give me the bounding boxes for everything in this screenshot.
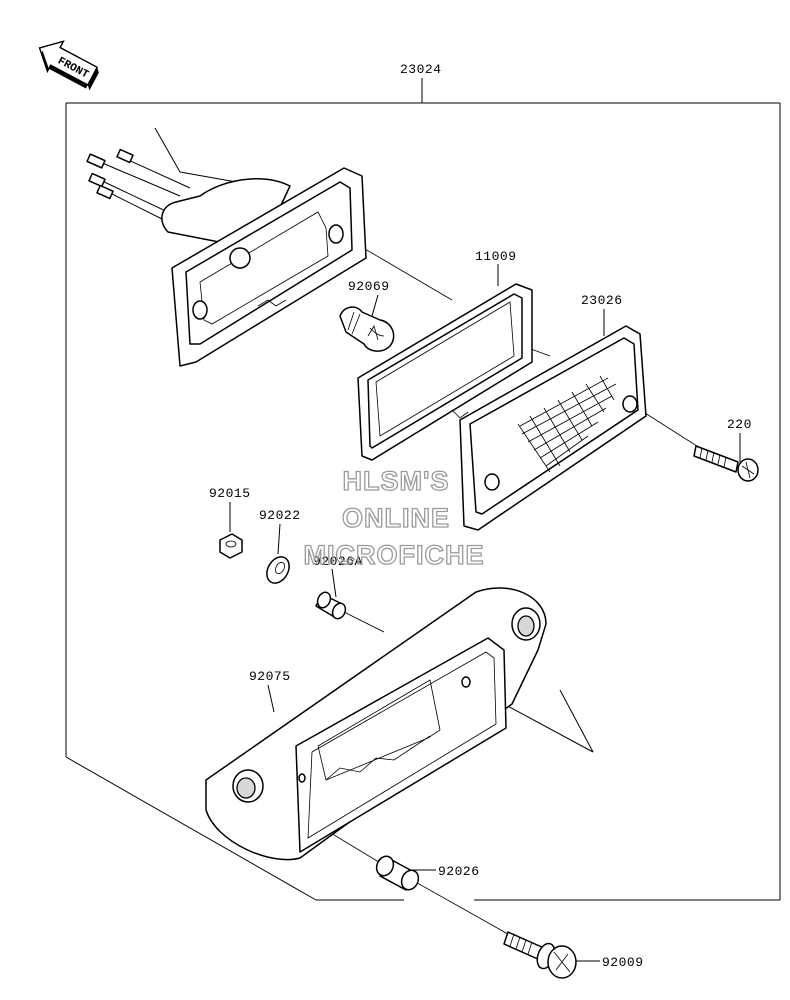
bolt [503,931,577,979]
watermark-line-2: ONLINE [342,503,450,533]
front-arrow-icon: FRONT [38,40,99,91]
bracket [205,587,547,861]
nut [219,533,243,559]
bulb [339,306,395,352]
assembly-number-label: 23024 [400,62,442,77]
part-label-11009: 11009 [475,249,517,264]
washer [266,556,290,584]
part-label-92026: 92026 [438,864,480,879]
collar-upper [315,591,347,620]
gasket [357,283,533,461]
part-label-92069: 92069 [348,279,390,294]
assembly-frame [65,78,781,901]
wire-harness [86,148,191,223]
watermark-line-3: MICROFICHE [304,540,485,570]
collar-lower [375,855,420,891]
part-label-92015: 92015 [209,486,251,501]
watermark: HLSM'S ONLINE MICROFICHE [303,465,485,570]
lens-grid-pattern [517,375,617,473]
part-label-92022: 92022 [259,508,301,523]
tail-lamp-housing [86,148,367,367]
part-label-92026A: 92026A [313,554,363,569]
part-label-92009: 92009 [602,955,644,970]
part-label-92075: 92075 [249,669,291,684]
part-label-220: 220 [727,417,752,432]
part-label-23026: 23026 [581,293,623,308]
watermark-line-1: HLSM'S [343,466,450,496]
lens [459,325,647,531]
screw [693,445,759,482]
